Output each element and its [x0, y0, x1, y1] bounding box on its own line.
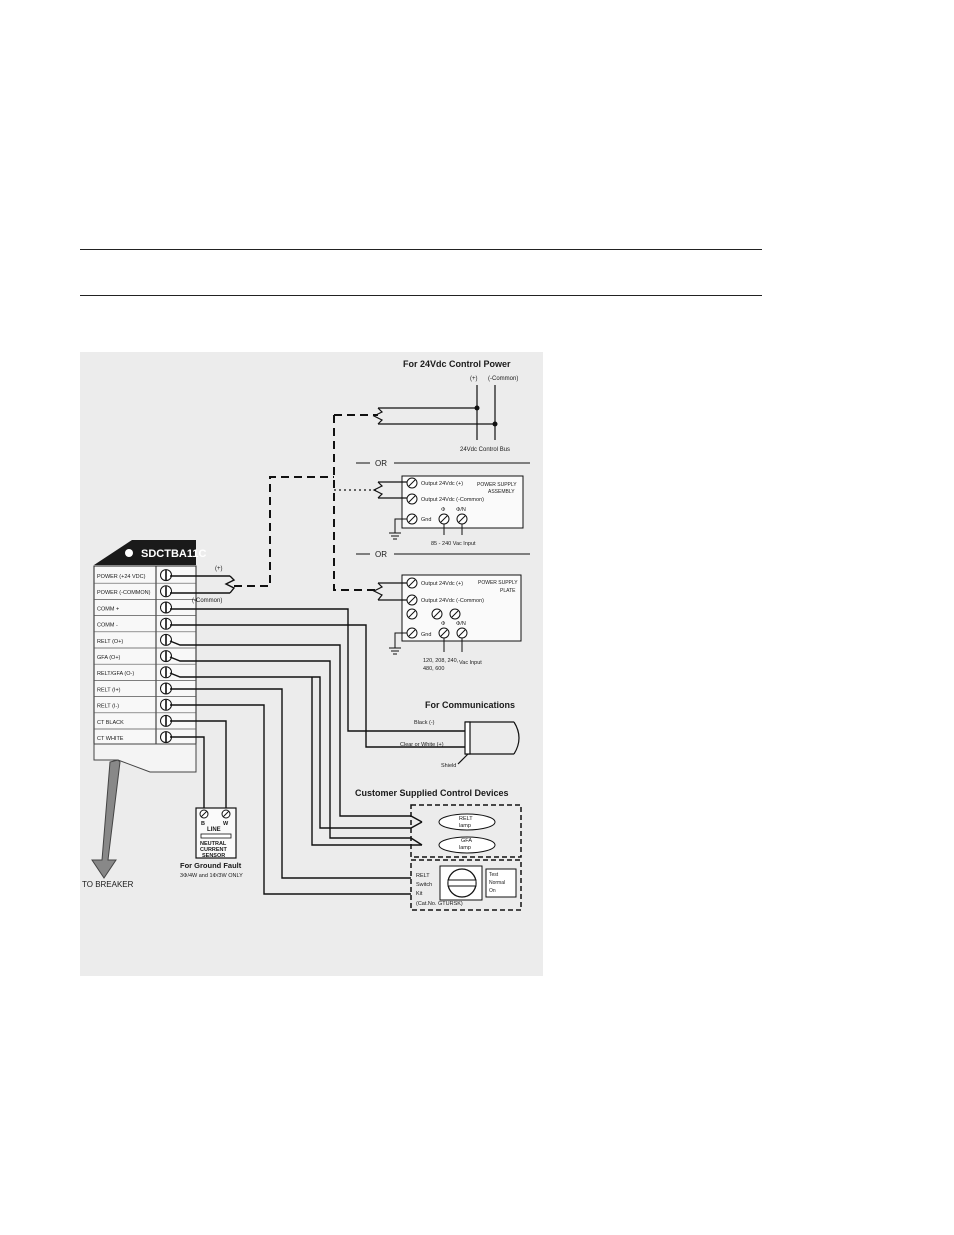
- psu-plate-phase-n: Φ/N: [456, 621, 466, 627]
- or-separator-2: OR: [375, 550, 387, 559]
- terminal-label: CT BLACK: [97, 720, 124, 726]
- bus-junction-common: [492, 421, 498, 427]
- psu-plate: Output 24Vdc (+) Output 24Vdc (-Common) …: [372, 574, 522, 672]
- or-separator-1: OR: [375, 459, 387, 468]
- psu-plate-out-plus: Output 24Vdc (+): [421, 581, 463, 587]
- sensor-b: B: [201, 821, 205, 827]
- bus-junction-plus: [474, 405, 480, 411]
- psu-plate-name-2: PLATE: [500, 588, 516, 594]
- relt-lamp-label-1: RELT: [459, 816, 473, 822]
- power-dashed-path: [234, 414, 378, 591]
- sensor-caption: For Ground Fault: [180, 861, 242, 870]
- psu-plate-screws: [406, 577, 468, 639]
- psu-plate-gnd: Gnd: [421, 632, 431, 638]
- power-plus-label: (+): [215, 566, 223, 572]
- module-model: SDCTBA11C: [141, 548, 206, 560]
- psu-plate-input-1: 120, 208, 240,: [423, 658, 459, 664]
- sensor-line: LINE: [207, 827, 221, 833]
- switch-label-3: Kit: [416, 891, 423, 897]
- neutral-current-sensor: B W LINE NEUTRAL CURRENT SENSOR: [195, 807, 237, 859]
- power-leads: [170, 575, 236, 594]
- gfa-lamp-label-2: lamp: [459, 845, 471, 851]
- psu-assembly: Output 24Vdc (+) Output 24Vdc (-Common) …: [372, 475, 524, 547]
- comm-shield-label: Shield: [441, 763, 456, 769]
- sensor-name-2: CURRENT: [200, 847, 228, 853]
- switch-pos-test: Test: [489, 872, 499, 878]
- control-bus-wires: [372, 385, 496, 440]
- header-rule-top: [80, 249, 762, 250]
- terminal-block: POWER (+24 VDC) POWER (-COMMON) COMM + COMM…: [94, 569, 196, 746]
- comm-black-label: Black (-): [414, 720, 435, 726]
- terminal-label: RELT (I+): [97, 687, 121, 693]
- sensor-name-3: SENSOR: [202, 853, 225, 859]
- psu-plate-phase: Φ: [441, 621, 446, 627]
- sensor-note: 3Φ/4W and 1Φ/3W ONLY: [180, 873, 243, 879]
- communications-title: For Communications: [425, 700, 515, 710]
- relt-lamp-label-2: lamp: [459, 823, 471, 829]
- control-bus-label: 24Vdc Control Bus: [460, 447, 510, 453]
- terminal-label: RELT (O+): [97, 639, 123, 645]
- psu-plate-name-1: POWER SUPPLY: [478, 580, 518, 586]
- header-rule-bottom: [80, 295, 762, 296]
- psu-assembly-input: 85 - 240 Vac Input: [431, 541, 476, 547]
- switch-label-2: Switch: [416, 882, 432, 888]
- comm-cable: [457, 721, 520, 765]
- gfa-lamp-label-1: GFA: [461, 838, 472, 844]
- to-breaker-arrow: [91, 759, 121, 879]
- psu-plate-input-suffix: Vac Input: [459, 660, 482, 666]
- psu-assembly-screws: [406, 477, 468, 525]
- terminal-label: COMM +: [97, 606, 119, 612]
- psu-assembly-out-common: Output 24Vdc (-Common): [421, 497, 484, 503]
- terminal-label: POWER (+24 VDC): [97, 574, 146, 580]
- switch-pos-normal: Normal: [489, 880, 505, 886]
- switch-label-4: (Cat.No. GTURSK): [416, 901, 463, 907]
- psu-assembly-out-plus: Output 24Vdc (+): [421, 481, 463, 487]
- power-common-label: (-Common): [192, 598, 222, 604]
- psu-assembly-phase-n: Φ/N: [456, 507, 466, 513]
- terminal-label: RELT (I-): [97, 704, 119, 710]
- module-screw-icon: [125, 549, 133, 557]
- module-base: [93, 743, 197, 773]
- psu-plate-input-2: 480, 600: [423, 666, 444, 672]
- comm-clear-label: Clear or White (+): [400, 742, 444, 748]
- sensor-name-1: NEUTRAL: [200, 841, 227, 847]
- terminal-label: CT WHITE: [97, 736, 124, 742]
- module-header: [94, 540, 196, 565]
- control-common-label: (-Common): [488, 376, 518, 382]
- control-power-title: For 24Vdc Control Power: [403, 359, 511, 369]
- gfa-lamp-icon: [438, 836, 496, 854]
- switch-label-1: RELT: [416, 873, 430, 879]
- control-plus-label: (+): [470, 376, 478, 382]
- customer-devices-title: Customer Supplied Control Devices: [355, 788, 509, 798]
- switch-pos-on: On: [489, 888, 496, 894]
- field-wiring: [169, 608, 465, 895]
- terminal-label: RELT/GFA (O-): [97, 671, 134, 677]
- terminal-module: SDCTBA11C POWER (+24 VDC) POWER (-COMMON)…: [82, 540, 206, 889]
- sensor-w: W: [223, 821, 229, 827]
- psu-assembly-name-2: ASSEMBLY: [488, 489, 515, 495]
- terminal-label: POWER (-COMMON): [97, 590, 151, 596]
- psu-assembly-name-1: POWER SUPPLY: [477, 482, 517, 488]
- to-breaker-label: TO BREAKER: [82, 880, 134, 889]
- relt-lamp-icon: [438, 813, 496, 831]
- terminal-label: GFA (O+): [97, 655, 121, 661]
- psu-plate-out-common: Output 24Vdc (-Common): [421, 598, 484, 604]
- psu-assembly-gnd: Gnd: [421, 517, 431, 523]
- psu-assembly-phase: Φ: [441, 507, 446, 513]
- lamps-box: [410, 804, 522, 858]
- terminal-label: COMM -: [97, 623, 118, 629]
